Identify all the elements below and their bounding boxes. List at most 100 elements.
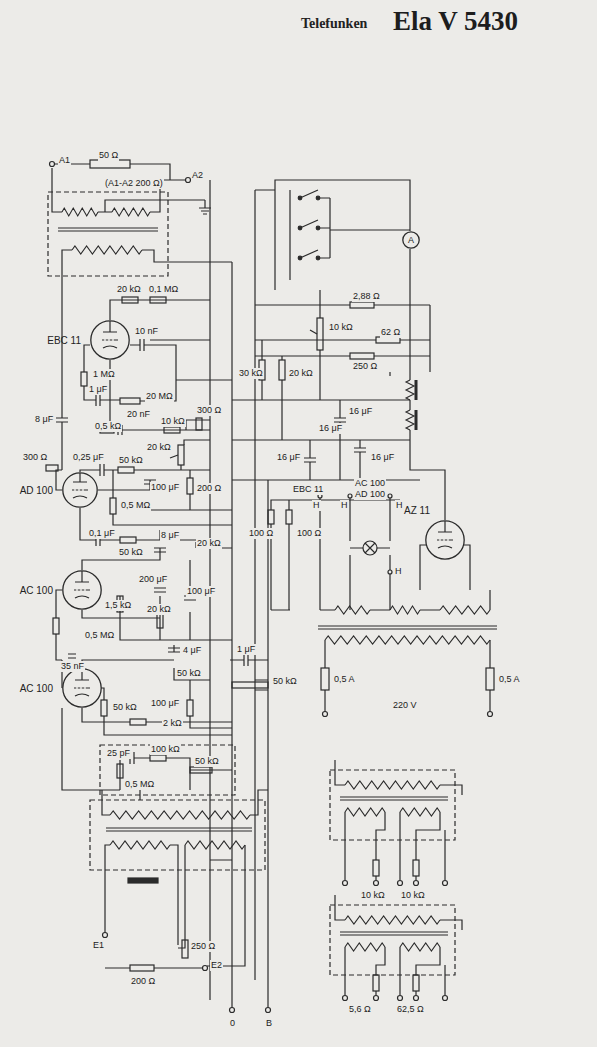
resistor-symbol [413,975,419,991]
coil [440,606,490,614]
resistor-symbol [232,682,268,688]
component-value: 1 MΩ [92,369,116,380]
potentiometer-symbol [317,318,323,350]
resistor-symbol [187,700,193,716]
terminal [343,881,448,886]
component-value: 0,1 MΩ [148,284,179,295]
component-value: A2 [191,170,204,181]
valve: AC 100 [62,668,102,708]
component-value: 100 μF [150,482,180,493]
valve: EBC 11 [90,320,130,360]
resistor-symbol [81,372,87,386]
resistor-symbol [130,719,146,725]
component-value: H [394,566,403,577]
switch-contact-dot [298,196,320,260]
resistor-symbol [350,302,374,308]
resistor-symbol [182,940,188,958]
component-value: 10 kΩ [160,416,186,427]
coil [72,246,142,254]
coil [62,208,98,216]
heater-terminal [318,494,392,574]
component-value: 0,25 μF [72,452,105,463]
transformer-core [106,828,252,831]
coil [400,808,440,816]
component-value: 0,5 MΩ [124,779,155,790]
component-value: 8 μF [34,414,54,425]
component-value: 1 μF [236,644,256,655]
component-value: 50 kΩ [118,455,144,466]
component-value: 20 kΩ [146,442,172,453]
component-value: 62 Ω [380,327,401,338]
potentiometer-wiper [170,440,210,470]
component-value: 50 Ω [98,150,119,161]
component-value: E2 [210,960,223,971]
coil [345,781,440,789]
component-value: 250 Ω [352,361,378,372]
component-value: 5,6 Ω [348,1004,372,1015]
resistor-symbol [120,537,136,543]
component-value: 35 nF [60,661,85,672]
valve-envelope [62,668,102,708]
capacitor-symbol [96,534,200,600]
component-value: EBC 11 [292,484,324,495]
component-value: 16 μF [348,406,373,417]
component-value: 16 μF [318,423,343,434]
coil [400,943,440,951]
resistor-symbol [120,398,140,404]
component-value: 100 Ω [296,528,322,539]
valve: AZ 11 [425,520,465,560]
coil [406,380,414,400]
coil-windings [62,208,490,951]
resistor-symbol [150,297,166,303]
component-value: H [395,500,404,511]
resistor-symbol [164,427,180,433]
resistor-symbol [53,618,59,634]
resistor-symbol [279,360,285,380]
transformer-screen [48,192,168,276]
resistor-symbol [130,965,154,971]
coil [345,943,385,951]
terminal [343,996,448,1001]
capacitor-symbol [304,418,366,462]
component-value: 2,88 Ω [352,291,381,302]
component-value: 20 nF [126,409,151,420]
component-value: 20 kΩ [288,368,314,379]
component-value: 50 kΩ [272,676,298,687]
component-value: (A1-A2 200 Ω) [104,178,164,189]
terminal [50,162,271,1013]
fuse-symbol [486,668,494,690]
component-value: 8 μF [160,530,180,541]
component-value: 0,5 A [498,674,521,685]
valve-type: EBC 11 [46,335,82,346]
component-value: 20 kΩ [116,284,142,295]
valve-envelope [62,472,98,508]
component-value: 20 kΩ [196,538,222,549]
mains-terminal [323,712,493,717]
component-value: 1,5 kΩ [104,600,132,611]
component-value: 20 kΩ [146,604,172,615]
transformer-core [58,228,158,231]
component-value: 10 nF [134,326,159,337]
pilot-lamp [365,543,375,553]
component-value: 0,5 kΩ [94,421,122,432]
resistor-symbol [373,860,379,876]
component-value: 200 Ω [196,483,222,494]
resistor-symbol [196,418,202,430]
component-value: 200 Ω [130,976,156,987]
component-value: 10 kΩ [400,890,426,901]
valve-type: AZ 11 [403,505,431,516]
resistor-symbol [373,975,379,991]
coil [406,410,414,430]
component-value: 10 kΩ [360,890,386,901]
component-value: 0,5 A [333,674,356,685]
capacitor-symbol [68,648,180,658]
bus-line [210,180,268,1008]
valve-envelope [62,570,102,610]
resistor-symbol [110,498,116,514]
coil [185,841,245,849]
capacitor-symbol [100,464,156,484]
maker-name: Telefunken [300,16,368,32]
coil [112,208,150,216]
ammeter: A [402,231,420,249]
